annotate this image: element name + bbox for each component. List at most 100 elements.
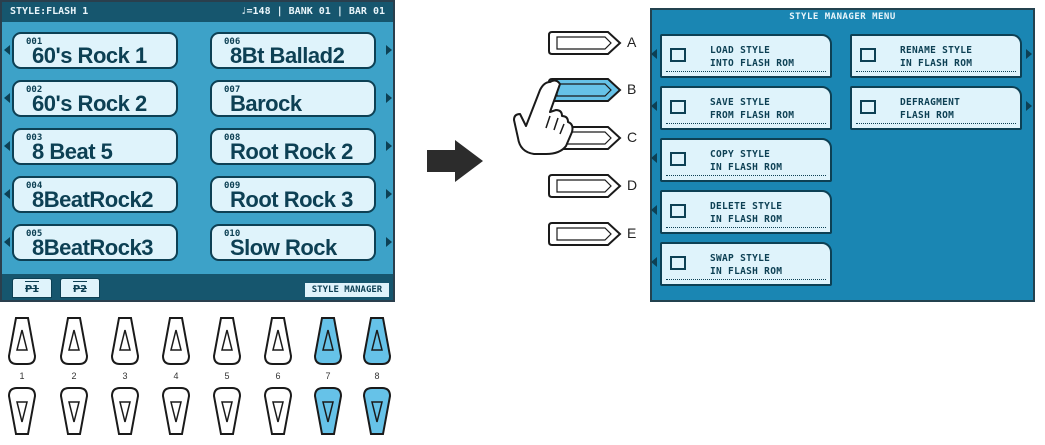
menu-item-line2: FLASH ROM bbox=[900, 110, 955, 121]
arrow-left-icon bbox=[651, 205, 657, 215]
menu-item-stripe bbox=[666, 279, 826, 282]
style-slot-009[interactable]: 009 Root Rock 3 bbox=[210, 176, 376, 213]
menu-item-line2: IN FLASH ROM bbox=[900, 58, 973, 69]
menu-item-line2: IN FLASH ROM bbox=[710, 162, 783, 173]
menu-item-line2: FROM FLASH ROM bbox=[710, 110, 795, 121]
slot-name: 60's Rock 1 bbox=[32, 43, 147, 68]
menu-item-delete-style[interactable]: DELETE STYLE IN FLASH ROM bbox=[660, 190, 832, 234]
arrow-left-icon bbox=[651, 257, 657, 267]
menu-item-line1: DEFRAGMENT bbox=[900, 97, 961, 108]
slot-number: 005 bbox=[26, 229, 43, 239]
button-1-up[interactable] bbox=[7, 316, 37, 366]
arrow-left-icon bbox=[651, 101, 657, 111]
button-number: 4 bbox=[173, 371, 179, 381]
slot-name: 8 Beat 5 bbox=[32, 139, 113, 164]
tab-p1[interactable]: P1 bbox=[12, 278, 52, 298]
style-slot-010[interactable]: 010 Slow Rock bbox=[210, 224, 376, 261]
slot-number: 008 bbox=[224, 133, 241, 143]
button-7-up[interactable] bbox=[313, 316, 343, 366]
button-4-up[interactable] bbox=[161, 316, 191, 366]
menu-item-stripe bbox=[856, 71, 1016, 74]
side-button-label: C bbox=[627, 129, 638, 145]
slot-number: 007 bbox=[224, 85, 241, 95]
rename-icon bbox=[860, 48, 876, 62]
button-8-up[interactable] bbox=[362, 316, 392, 366]
menu-item-line1: LOAD STYLE bbox=[710, 45, 771, 56]
tab-lines-icon bbox=[25, 281, 39, 289]
side-button-e[interactable] bbox=[548, 221, 622, 247]
side-button-label: E bbox=[627, 225, 637, 241]
menu-item-stripe bbox=[666, 71, 826, 74]
copy-icon bbox=[670, 152, 686, 166]
arrow-right-icon bbox=[386, 141, 392, 151]
menu-item-line1: DELETE STYLE bbox=[710, 201, 783, 212]
menu-title: STYLE MANAGER MENU bbox=[789, 12, 896, 22]
button-5-up[interactable] bbox=[212, 316, 242, 366]
slot-name: Barock bbox=[230, 91, 302, 116]
button-number: 3 bbox=[122, 371, 128, 381]
menu-item-defragment[interactable]: DEFRAGMENT FLASH ROM bbox=[850, 86, 1022, 130]
slot-number: 002 bbox=[26, 85, 43, 95]
menu-item-copy-style[interactable]: COPY STYLE IN FLASH ROM bbox=[660, 138, 832, 182]
menu-item-line2: INTO FLASH ROM bbox=[710, 58, 795, 69]
slot-name: 8Bt Ballad2 bbox=[230, 43, 345, 68]
slot-number: 010 bbox=[224, 229, 241, 239]
arrow-right-icon bbox=[1026, 101, 1032, 111]
arrow-right-icon bbox=[386, 189, 392, 199]
lcd-footer: P1 P2 STYLE MANAGER bbox=[2, 274, 393, 300]
side-button-a[interactable] bbox=[548, 30, 622, 56]
style-slot-002[interactable]: 002 60's Rock 2 bbox=[12, 80, 178, 117]
button-3-down[interactable] bbox=[110, 386, 140, 436]
button-4-down[interactable] bbox=[161, 386, 191, 436]
style-manager-menu-screen: STYLE MANAGER MENU LOAD STYLE INTO FLASH… bbox=[650, 8, 1035, 302]
slot-name: 8BeatRock2 bbox=[32, 187, 153, 212]
menu-item-save-style[interactable]: SAVE STYLE FROM FLASH ROM bbox=[660, 86, 832, 130]
save-icon bbox=[670, 100, 686, 114]
defragment-icon bbox=[860, 100, 876, 114]
button-2-down[interactable] bbox=[59, 386, 89, 436]
button-3-up[interactable] bbox=[110, 316, 140, 366]
button-1-down[interactable] bbox=[7, 386, 37, 436]
menu-item-line2: IN FLASH ROM bbox=[710, 266, 783, 277]
slot-number: 006 bbox=[224, 37, 241, 47]
button-7-down[interactable] bbox=[313, 386, 343, 436]
menu-item-rename-style[interactable]: RENAME STYLE IN FLASH ROM bbox=[850, 34, 1022, 78]
lcd-header: STYLE:FLASH 1 ♩=148 | BANK 01 | BAR 01 bbox=[2, 2, 393, 22]
load-icon bbox=[670, 48, 686, 62]
tab-lines-icon bbox=[73, 281, 87, 289]
slot-number: 003 bbox=[26, 133, 43, 143]
style-slot-006[interactable]: 006 8Bt Ballad2 bbox=[210, 32, 376, 69]
button-2-up[interactable] bbox=[59, 316, 89, 366]
arrow-right-icon bbox=[386, 237, 392, 247]
button-number: 5 bbox=[224, 371, 230, 381]
menu-item-load-style[interactable]: LOAD STYLE INTO FLASH ROM bbox=[660, 34, 832, 78]
tab-p2[interactable]: P2 bbox=[60, 278, 100, 298]
menu-item-stripe bbox=[856, 123, 1016, 126]
style-slot-003[interactable]: 003 8 Beat 5 bbox=[12, 128, 178, 165]
menu-item-swap-style[interactable]: SWAP STYLE IN FLASH ROM bbox=[660, 242, 832, 286]
side-button-d[interactable] bbox=[548, 173, 622, 199]
menu-item-line1: SAVE STYLE bbox=[710, 97, 771, 108]
style-lcd-screen: STYLE:FLASH 1 ♩=148 | BANK 01 | BAR 01 0… bbox=[0, 0, 395, 302]
style-manager-button[interactable]: STYLE MANAGER bbox=[305, 283, 389, 297]
button-6-down[interactable] bbox=[263, 386, 293, 436]
style-slot-008[interactable]: 008 Root Rock 2 bbox=[210, 128, 376, 165]
slot-name: Slow Rock bbox=[230, 235, 337, 260]
menu-item-stripe bbox=[666, 227, 826, 230]
style-slot-004[interactable]: 004 8BeatRock2 bbox=[12, 176, 178, 213]
style-slot-001[interactable]: 001 60's Rock 1 bbox=[12, 32, 178, 69]
arrow-right-icon bbox=[386, 93, 392, 103]
menu-item-line1: COPY STYLE bbox=[710, 149, 771, 160]
button-5-down[interactable] bbox=[212, 386, 242, 436]
tab-label: P2 bbox=[72, 284, 88, 295]
button-8-down[interactable] bbox=[362, 386, 392, 436]
button-number: 7 bbox=[325, 371, 331, 381]
arrow-left-icon bbox=[4, 93, 10, 103]
style-slot-007[interactable]: 007 Barock bbox=[210, 80, 376, 117]
button-number: 1 bbox=[19, 371, 25, 381]
button-6-up[interactable] bbox=[263, 316, 293, 366]
button-number: 8 bbox=[374, 371, 380, 381]
side-button-label: A bbox=[627, 34, 637, 50]
style-slot-005[interactable]: 005 8BeatRock3 bbox=[12, 224, 178, 261]
menu-item-stripe bbox=[666, 175, 826, 178]
